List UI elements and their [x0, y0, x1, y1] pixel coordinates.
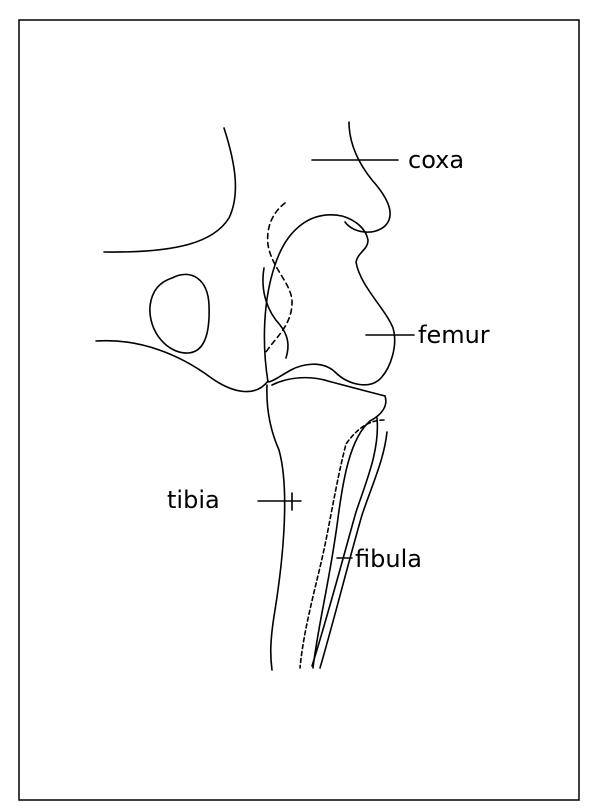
label-tibia: tibia: [167, 486, 220, 514]
figure-frame: [19, 20, 579, 800]
tibia-bone: [267, 385, 386, 670]
label-femur: femur: [418, 321, 490, 349]
fibula-bone: [300, 418, 387, 668]
label-leader-lines: [258, 160, 414, 558]
obturator-foramen: [150, 274, 209, 353]
label-fibula: fibula: [355, 545, 422, 573]
coxa-bone: [96, 122, 390, 392]
label-coxa: coxa: [408, 146, 464, 174]
